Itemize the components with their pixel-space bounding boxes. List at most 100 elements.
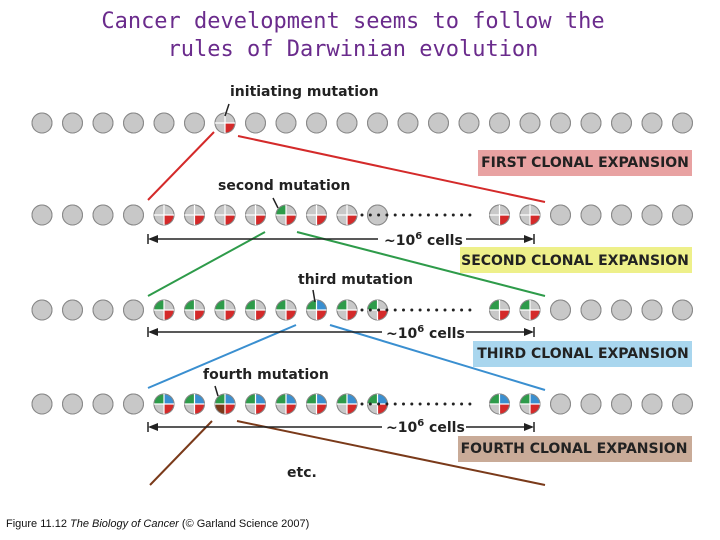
ellipsis-dot: [451, 402, 455, 406]
cell-r1-12: [367, 112, 388, 134]
caption-figure-number: Figure 11.12: [6, 518, 67, 530]
cell-r2-2: [62, 204, 83, 226]
ellipsis-dot: [418, 402, 422, 406]
cell-r3-1: [31, 299, 53, 321]
ellipsis-dot: [377, 213, 381, 217]
cell-r3-6: [184, 299, 205, 321]
mutation-pointer-4: [214, 385, 219, 397]
cell-r4-8: [245, 393, 266, 415]
cell-r2-3: [92, 204, 114, 226]
label-etc: etc.: [287, 465, 317, 481]
cell-count-arrow-1: [147, 234, 535, 244]
cell-count-label-3: ~106 cells: [386, 418, 465, 436]
connector-line-8: [236, 420, 546, 486]
cell-count-arrow-2: [147, 327, 535, 337]
connector-line-7: [149, 420, 213, 486]
connector-lines: [147, 131, 546, 486]
cell-count-arrows: [147, 234, 535, 432]
cell-r1-19: [580, 112, 602, 134]
cell-r3-22: [672, 299, 693, 321]
cell-r2-4: [123, 204, 144, 226]
cell-r2-16: [489, 204, 510, 226]
cell-r3-7: [214, 299, 236, 321]
cell-r2-1: [31, 204, 53, 226]
cell-r3-11: [336, 299, 358, 321]
ellipsis-dot: [435, 308, 439, 312]
ellipsis-dot: [468, 213, 472, 217]
cell-r3-5: [153, 299, 175, 321]
ellipsis-dot: [418, 213, 422, 217]
cell-r1-8: [245, 112, 266, 134]
cell-r1-5: [153, 112, 175, 134]
ellipsis-dot: [426, 402, 430, 406]
cell-r4-3: [92, 393, 114, 415]
cell-r3-17: [519, 299, 541, 321]
ellipsis-dot: [360, 402, 364, 406]
cell-r1-21: [641, 112, 663, 134]
cell-r2-8: [245, 204, 266, 226]
third-expansion-label: THIRD CLONAL EXPANSION: [477, 346, 689, 362]
cell-r4-2: [62, 393, 83, 415]
ellipsis-dot: [468, 308, 472, 312]
connector-line-6: [329, 324, 546, 391]
cell-r3-18: [550, 299, 571, 321]
ellipsis-dot: [460, 213, 464, 217]
ellipsis-dot: [360, 213, 364, 217]
cell-r2-22: [672, 204, 693, 226]
expansion-box-4: [458, 436, 692, 462]
cell-r3-21: [641, 299, 663, 321]
fourth-expansion-label: FOURTH CLONAL EXPANSION: [461, 441, 688, 457]
cell-r3-2: [62, 299, 83, 321]
cell-r1-16: [489, 112, 510, 134]
mutation-pointer-1: [224, 103, 230, 117]
cell-r1-20: [611, 112, 632, 134]
connector-line-4: [296, 231, 546, 297]
ellipsis-dot: [385, 308, 389, 312]
cell-r3-10: [306, 299, 327, 321]
cell-rows: [31, 112, 693, 415]
slide-title: Cancer development seems to follow the r…: [0, 8, 706, 64]
cell-r2-17: [519, 204, 541, 226]
label-fourth-mutation: fourth mutation: [203, 367, 329, 383]
expansion-box-3: [473, 341, 692, 367]
cell-r3-20: [611, 299, 632, 321]
ellipsis-dot: [393, 308, 397, 312]
cell-r3-16: [489, 299, 510, 321]
cell-r4-22: [672, 393, 693, 415]
caption-credit: (© Garland Science 2007): [181, 518, 310, 530]
ellipsis-dot: [393, 213, 397, 217]
cell-r2-19: [580, 204, 602, 226]
connector-line-5: [147, 324, 297, 389]
expansion-boxes: [458, 150, 692, 462]
second-expansion-label: SECOND CLONAL EXPANSION: [461, 253, 689, 269]
figure-caption: Figure 11.12 The Biology of Cancer (© Ga…: [6, 518, 309, 530]
expansion-box-2: [460, 247, 692, 273]
ellipsis-dot: [402, 402, 405, 406]
title-line-1: Cancer development seems to follow the: [101, 9, 605, 34]
cell-r4-19: [580, 393, 602, 415]
ellipsis-dot: [435, 213, 439, 217]
cell-r4-5: [153, 393, 175, 415]
ellipsis-dot: [410, 213, 414, 217]
ellipsis-dot: [410, 308, 414, 312]
cell-r1-11: [336, 112, 358, 134]
connector-line-1: [147, 131, 215, 201]
ellipsis-dot: [410, 402, 414, 406]
cell-r4-10: [306, 393, 327, 415]
cell-r1-6: [184, 112, 205, 134]
ellipsis-dot: [385, 213, 389, 217]
cell-r1-9: [275, 112, 297, 134]
cell-r2-6: [184, 204, 205, 226]
ellipsis-dot: [385, 402, 389, 406]
ellipsis-dot: [426, 213, 430, 217]
title-line-2: rules of Darwinian evolution: [167, 37, 539, 62]
ellipsis-dot: [360, 308, 364, 312]
cell-r1-13: [397, 112, 419, 134]
cell-r4-20: [611, 393, 632, 415]
label-third-mutation: third mutation: [298, 272, 413, 288]
cell-r4-1: [31, 393, 53, 415]
caption-book-title: The Biology of Cancer: [70, 518, 179, 530]
ellipsis-dot: [435, 402, 439, 406]
ellipsis-dot: [443, 402, 447, 406]
